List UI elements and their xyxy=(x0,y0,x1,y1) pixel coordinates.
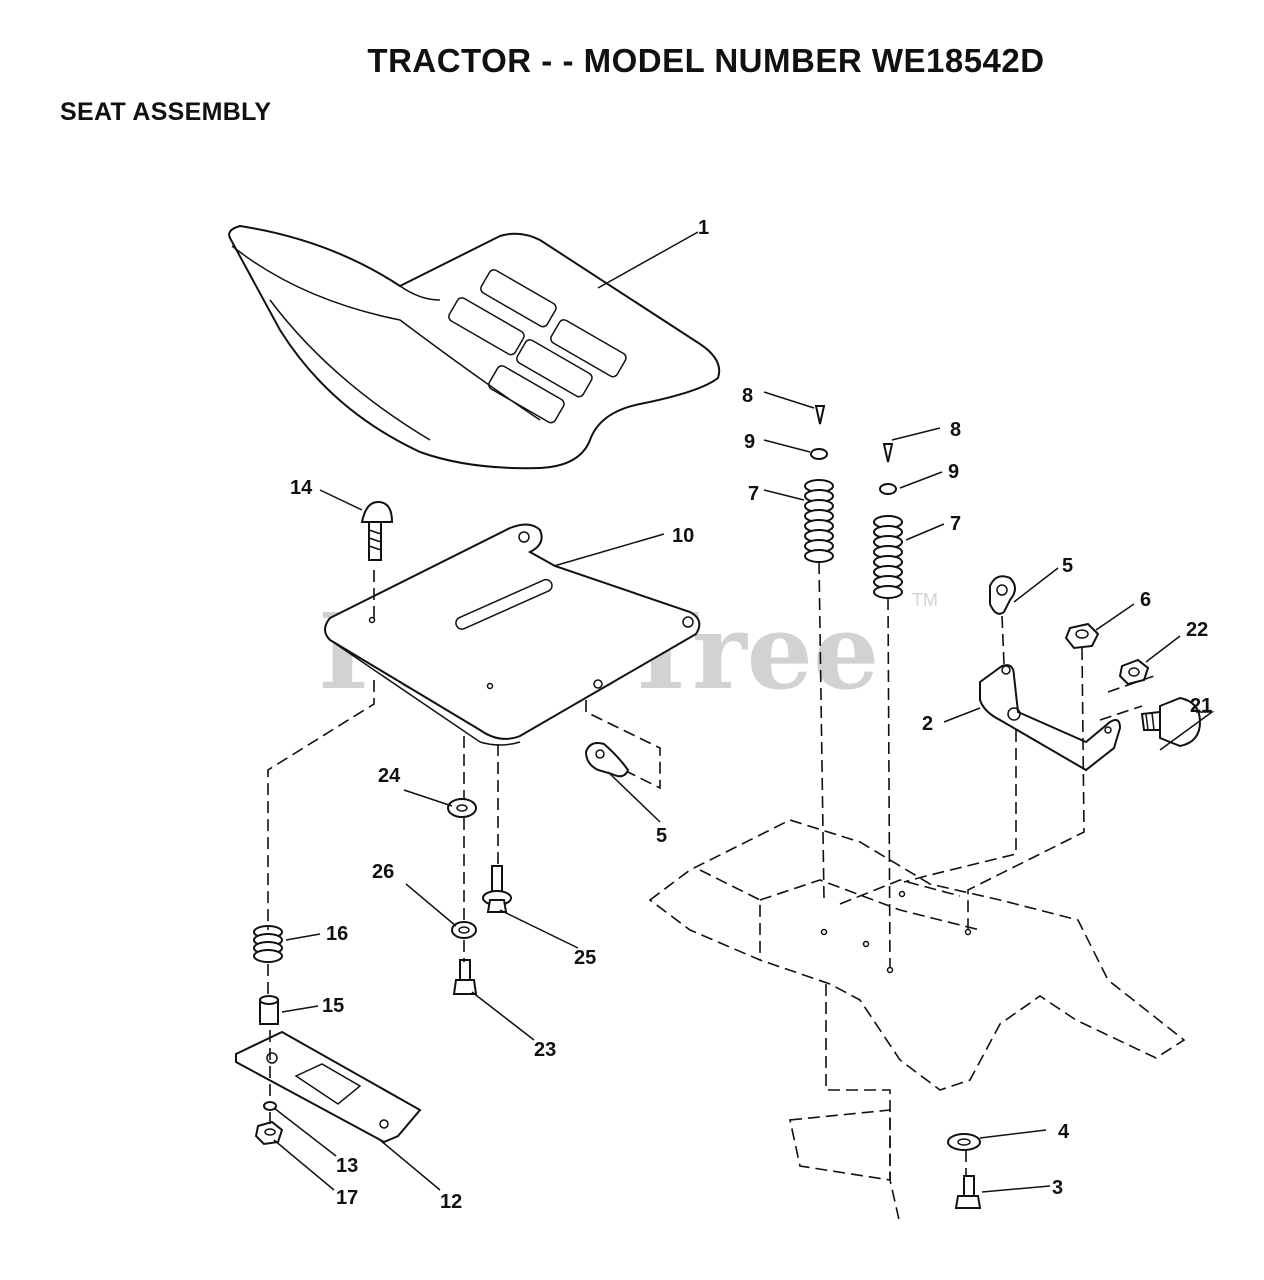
part-spring-16 xyxy=(253,925,283,963)
callout-8-right: 8 xyxy=(950,419,961,441)
page-title: TRACTOR - - MODEL NUMBER WE18542D xyxy=(367,42,1045,79)
part-washer-24 xyxy=(447,798,477,818)
part-carriage-bolt xyxy=(360,500,394,561)
callout-21: 21 xyxy=(1190,695,1212,717)
callout-25: 25 xyxy=(574,947,596,969)
alignment-lines xyxy=(267,561,1155,1176)
callout-12: 12 xyxy=(440,1191,462,1213)
tractor-frame-outline xyxy=(648,819,1186,1225)
callout-14: 14 xyxy=(290,477,313,499)
callout-labels: 1 2 3 4 5 5 6 7 7 8 8 9 9 10 12 13 14 15… xyxy=(290,217,1212,1213)
callout-5-upper: 5 xyxy=(1062,555,1073,577)
callout-8-left: 8 xyxy=(742,385,753,407)
callout-6: 6 xyxy=(1140,589,1151,611)
callout-24: 24 xyxy=(378,765,401,787)
callout-1: 1 xyxy=(698,217,709,239)
part-knob-bolt xyxy=(1140,696,1202,748)
part-bracket xyxy=(979,664,1122,772)
callout-22: 22 xyxy=(1186,619,1208,641)
callout-5-lower: 5 xyxy=(656,825,667,847)
callout-16: 16 xyxy=(326,923,348,945)
part-hinge-plate xyxy=(235,1030,422,1144)
part-clip-lower xyxy=(584,742,630,778)
part-spring-stack-right xyxy=(873,443,903,599)
callout-2: 2 xyxy=(922,713,933,735)
part-bolt-25 xyxy=(482,865,512,913)
section-title: SEAT ASSEMBLY xyxy=(60,98,272,126)
callout-9-right: 9 xyxy=(948,461,959,483)
callout-13: 13 xyxy=(336,1155,358,1177)
part-spring-stack-left xyxy=(804,405,834,563)
part-nut-17 xyxy=(254,1120,284,1146)
leader-lines xyxy=(273,231,1215,1193)
callout-4: 4 xyxy=(1058,1121,1070,1143)
part-nut-22 xyxy=(1118,658,1150,686)
part-nut-6 xyxy=(1064,622,1100,650)
part-washer-4 xyxy=(947,1133,981,1151)
callout-23: 23 xyxy=(534,1039,556,1061)
part-spacer-15 xyxy=(259,995,279,1025)
part-nut-13 xyxy=(263,1101,277,1111)
part-seat xyxy=(228,224,721,470)
callout-15: 15 xyxy=(322,995,344,1017)
callout-7-right: 7 xyxy=(950,513,961,535)
callout-10: 10 xyxy=(672,525,694,547)
watermark-tm: TM xyxy=(912,590,938,610)
callout-3: 3 xyxy=(1052,1177,1063,1199)
callout-9-left: 9 xyxy=(744,431,755,453)
part-washer-26 xyxy=(451,921,477,939)
part-bolt-23 xyxy=(452,959,478,995)
part-clip-upper xyxy=(989,575,1016,615)
callout-7-left: 7 xyxy=(748,483,759,505)
part-bolt-3 xyxy=(954,1175,982,1209)
callout-17: 17 xyxy=(336,1187,358,1209)
callout-26: 26 xyxy=(372,861,394,883)
